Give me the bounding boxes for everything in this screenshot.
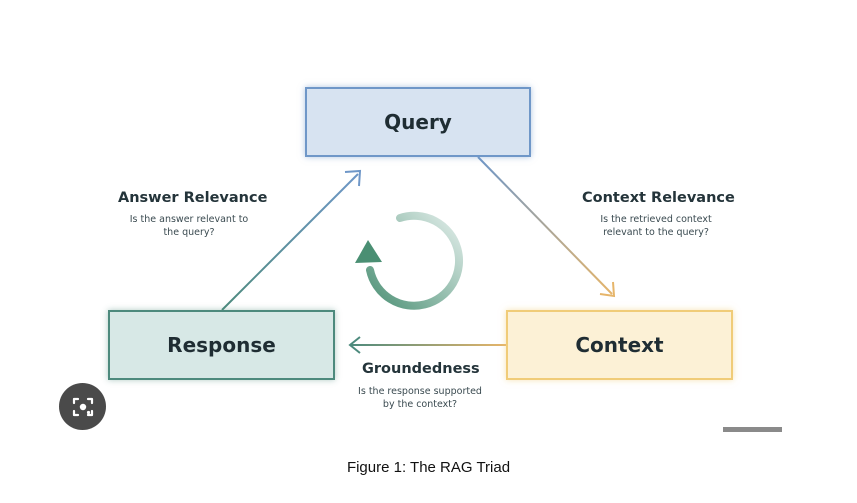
answer-relevance-description: Is the answer relevant to the query? — [112, 213, 266, 239]
query-node-label: Query — [384, 110, 452, 134]
cycle-arrow-icon — [355, 211, 464, 310]
context-relevance-title: Context Relevance — [582, 190, 735, 206]
context-relevance-description-line: relevant to the query? — [603, 227, 709, 238]
groundedness-description: Is the response supported by the context… — [340, 385, 500, 411]
groundedness-description-line: by the context? — [382, 399, 458, 410]
context-node-label: Context — [575, 333, 664, 357]
response-node: Response — [108, 310, 335, 380]
response-node-label: Response — [167, 333, 276, 357]
answer-relevance-description-line: the query? — [163, 227, 215, 238]
figure-caption: Figure 1: The RAG Triad — [346, 459, 511, 476]
lens-search-button[interactable] — [59, 383, 106, 430]
context-relevance-description: Is the retrieved context relevant to the… — [578, 213, 734, 239]
groundedness-description-line: Is the response supported — [358, 386, 482, 397]
groundedness-arrowhead — [348, 336, 361, 354]
answer-relevance-title: Answer Relevance — [118, 190, 268, 206]
context-relevance-arrowhead — [599, 281, 616, 298]
answer-relevance-description-line: Is the answer relevant to — [129, 214, 249, 225]
lens-search-icon — [72, 397, 93, 416]
context-node: Context — [506, 310, 733, 380]
groundedness-title: Groundedness — [362, 361, 480, 377]
query-node: Query — [305, 87, 531, 157]
context-relevance-connector — [477, 156, 613, 295]
answer-relevance-arrowhead — [344, 169, 362, 187]
context-relevance-description-line: Is the retrieved context — [600, 214, 712, 225]
scroll-indicator[interactable] — [723, 427, 782, 432]
answer-relevance-connector — [221, 173, 359, 311]
